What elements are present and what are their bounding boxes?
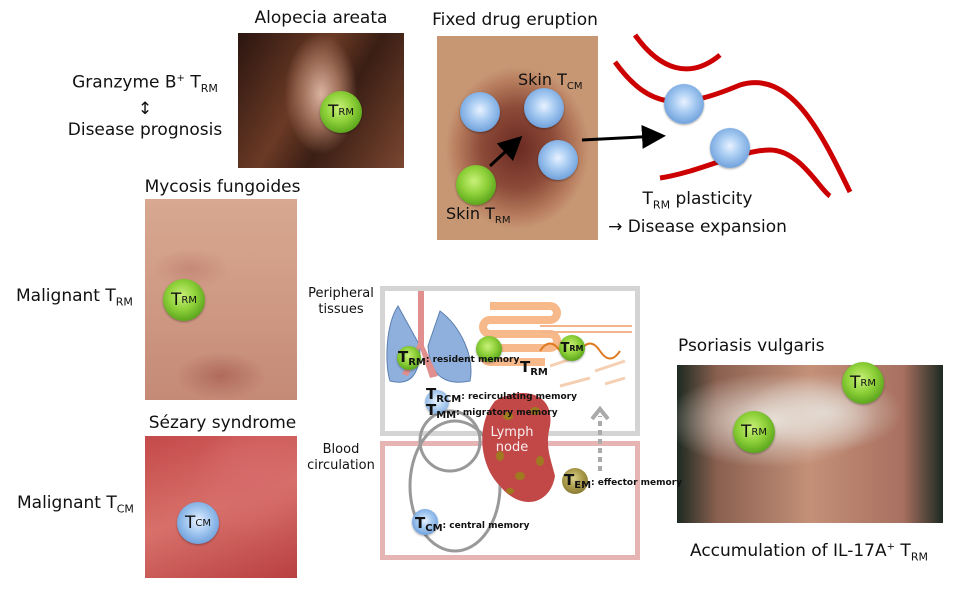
plasticity-text: TRM plasticity → Disease expansion [608,189,787,238]
vessel-wall [632,33,832,199]
tcm-label: TCM: central memory [415,514,530,534]
malignant-trm-label: Malignant TRM [16,286,133,309]
trm-cell-icon [456,165,496,205]
trm-cell-icon [397,346,421,370]
arrow-icon [488,135,523,168]
mycosis-title: Mycosis fungoides [144,177,301,197]
tcm-cell-icon [412,509,438,535]
trcm-label: TRCM: recirculating memory [426,385,577,405]
sezary-title: Sézary syndrome [148,413,297,433]
skin-tcm-label: Skin TCM [518,70,583,93]
peripheral-tissues-label: Peripheral tissues [308,286,374,317]
vessel-wall [612,60,853,194]
trcm-cell-icon [425,390,449,414]
trm-label: TRM: resident memory [398,348,520,368]
trm-label: TRM [520,358,548,378]
tcm-cell-icon [538,140,578,180]
tcm-cell-icon [460,92,500,132]
tcm-cell-icon [524,88,564,128]
tem-label: TEM: effector memory [564,471,683,491]
tcm-cell-icon [710,128,750,168]
alopecia-title: Alopecia areata [254,8,388,28]
blood-circulation-label: Blood circulation [307,442,375,473]
malignant-tcm-label: Malignant TCM [17,493,134,516]
skin-trm-label: Skin TRM [446,204,511,227]
fde-title: Fixed drug eruption [432,10,598,30]
tem-cell-icon [562,468,588,494]
tcm-cell-icon [664,84,704,124]
arrows-and-vessel [488,33,853,199]
psoriasis-title: Psoriasis vulgaris [678,336,825,356]
trachea [402,291,438,378]
bidirectional-arrow-icon: ↕ [137,99,153,120]
lymph-node-label: Lymph node [490,425,534,455]
trm-cell-icon [476,336,502,362]
lymph-node-icon [482,393,555,503]
tmm-label: TMM: migratory memory [426,401,558,421]
psoriasis-caption: Accumulation of IL-17A+ TRM [690,541,928,564]
arrow-icon [581,124,666,149]
granzyme-text: Granzyme B+ TRM ↕ Disease prognosis [40,68,250,141]
